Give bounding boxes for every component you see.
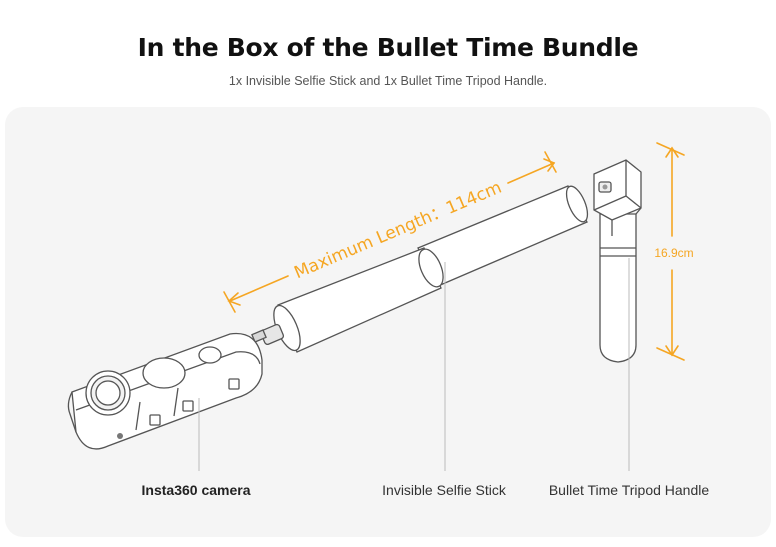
page-title: In the Box of the Bullet Time Bundle [137, 33, 639, 62]
page-subtitle: 1x Invisible Selfie Stick and 1x Bullet … [228, 74, 548, 88]
leader-lines [198, 258, 630, 471]
product-panel [5, 107, 771, 537]
tripod-handle [593, 159, 642, 363]
handle-height-label: 16.9cm [654, 246, 693, 260]
selfie-stick [251, 185, 589, 353]
label-bullet-time-tripod-handle: Bullet Time Tripod Handle [548, 482, 710, 498]
max-length-dimension [223, 151, 557, 313]
label-insta360-camera: Insta360 camera [141, 482, 251, 498]
insta360-camera [67, 332, 263, 450]
label-invisible-selfie-stick: Invisible Selfie Stick [382, 482, 506, 498]
handle-height-dimension [656, 142, 685, 361]
